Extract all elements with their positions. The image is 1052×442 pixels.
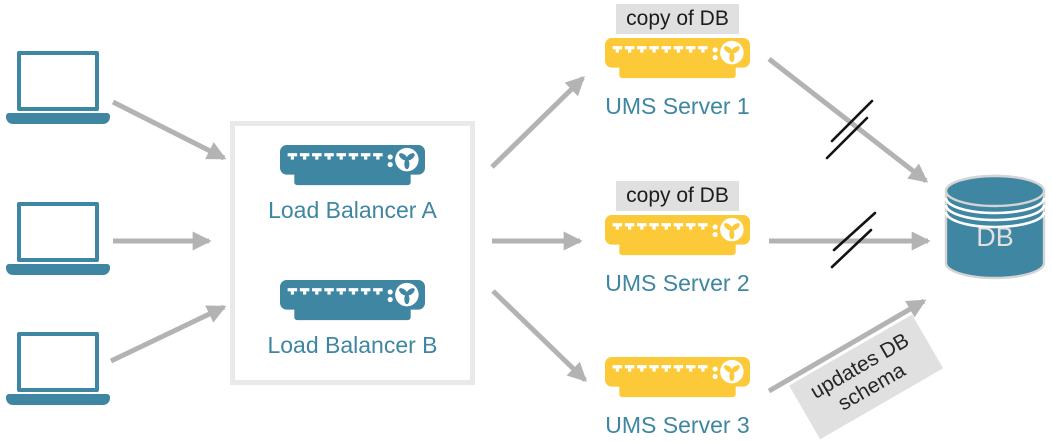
updates-db-schema-annotation: updates DB schema — [789, 314, 943, 440]
load-balancer-a-label: Load Balancer A — [268, 197, 437, 223]
ums-server-1-node: copy of DB UMS Server 1 — [605, 4, 750, 119]
laptop-base — [6, 113, 110, 124]
ums-server-2-icon — [605, 215, 750, 257]
ums-server-3-node: UMS Server 3 — [605, 357, 750, 438]
ums-server-1-icon — [605, 38, 750, 80]
ums-server-2-node: copy of DB UMS Server 2 — [605, 181, 750, 296]
load-balancer-b-icon — [280, 280, 425, 322]
database-node: DB — [944, 174, 1046, 285]
arrow-client1-to-loadbalancer — [111, 99, 227, 161]
ums-server-3-icon — [605, 357, 750, 399]
copy-of-db-badge-2: copy of DB — [616, 181, 739, 211]
load-balancer-b-node: Load Balancer B — [235, 280, 470, 358]
broken-link-slash — [830, 99, 874, 143]
client-laptop-2 — [6, 202, 110, 275]
ums-server-3-label: UMS Server 3 — [605, 412, 750, 438]
broken-link-slash — [830, 228, 873, 269]
laptop-screen — [17, 332, 99, 392]
ums-server-1-label: UMS Server 1 — [605, 93, 750, 119]
arrow-loadbalancer-to-ums1 — [490, 76, 585, 169]
load-balancer-a-node: Load Balancer A — [235, 145, 470, 223]
arrow-loadbalancer-to-ums3 — [491, 289, 587, 382]
ums-server-2-label: UMS Server 2 — [605, 270, 750, 296]
broken-link-slash — [825, 116, 869, 160]
database-cylinder-icon: DB — [944, 174, 1046, 280]
client-laptop-3 — [6, 332, 110, 405]
broken-link-slash — [832, 211, 877, 252]
laptop-base — [6, 264, 110, 275]
load-balancer-group-box: Load Balancer A Load Balancer B — [230, 121, 475, 385]
load-balancer-a-icon — [280, 145, 425, 187]
laptop-base — [6, 394, 110, 405]
laptop-screen — [17, 51, 99, 111]
laptop-screen — [17, 202, 99, 262]
arrow-client3-to-loadbalancer — [109, 304, 227, 364]
client-laptop-1 — [6, 51, 110, 124]
arrow-ums1-to-db — [767, 57, 929, 183]
copy-of-db-badge-1: copy of DB — [616, 4, 739, 34]
database-label: DB — [976, 222, 1014, 252]
load-balancer-b-label: Load Balancer B — [267, 332, 438, 358]
